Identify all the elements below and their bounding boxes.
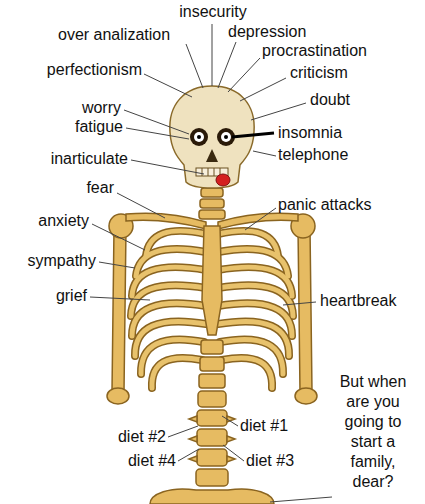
label-text: anxiety bbox=[38, 212, 89, 230]
label-text: heartbreak bbox=[320, 292, 397, 310]
label-text: diet #3 bbox=[246, 452, 294, 470]
label-text: procrastination bbox=[262, 42, 367, 60]
label-text: fear bbox=[86, 179, 114, 197]
label-text: perfectionism bbox=[47, 61, 142, 79]
label-text: doubt bbox=[310, 91, 350, 109]
label-text: diet #4 bbox=[128, 452, 176, 470]
label-text: diet #2 bbox=[118, 428, 166, 446]
label-text: over analization bbox=[58, 26, 170, 44]
label-text: worry bbox=[82, 99, 121, 117]
label-text: But when are you going to start a family… bbox=[330, 372, 416, 492]
label-text: insecurity bbox=[179, 3, 247, 21]
label-text: sympathy bbox=[28, 252, 96, 270]
label-text: insomnia bbox=[278, 124, 342, 142]
label-text: grief bbox=[56, 287, 87, 305]
label-text: fatigue bbox=[75, 118, 123, 136]
label-text: telephone bbox=[278, 146, 348, 164]
label-text: depression bbox=[228, 23, 306, 41]
label-text: panic attacks bbox=[278, 196, 371, 214]
label-text: diet #1 bbox=[240, 417, 288, 435]
label-text: criticism bbox=[290, 64, 348, 82]
label-text: inarticulate bbox=[51, 150, 128, 168]
